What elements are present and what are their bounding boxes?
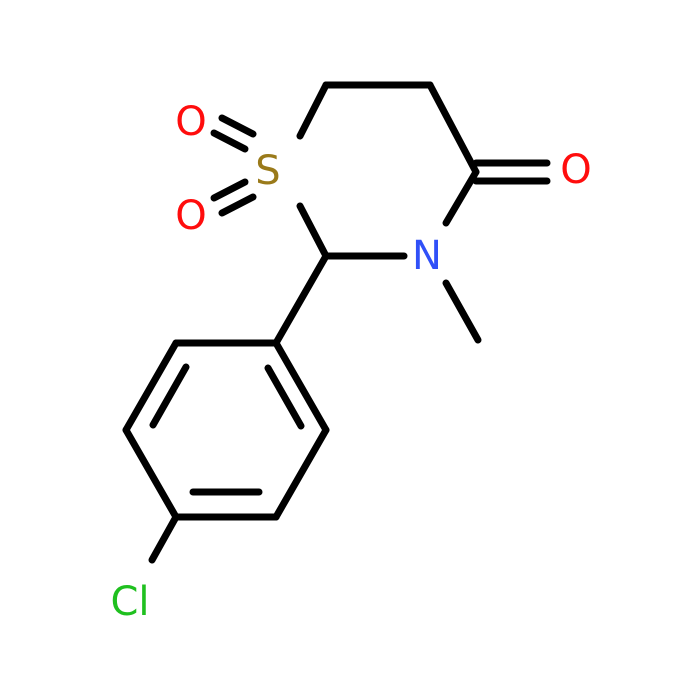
bond-s-o-bottom-b [218,193,257,217]
sulfonyl-oxygen-top-label: O [175,99,206,145]
nitrogen-atom-label: N [412,233,442,279]
bond-s-o-top-a [210,129,249,153]
bond-c2-aryl [272,252,330,347]
bond-aryl-cl [148,513,180,564]
bond-s-o-top-b [218,114,257,138]
bond-aromatic-inner-2 [149,363,190,429]
bond-s-o-bottom-a [210,178,249,202]
bond-c4-n [442,168,480,227]
bond-aromatic-inner-1 [264,364,305,430]
sulfur-atom-label: S [255,148,280,194]
bond-c2-s [296,202,330,260]
bond-ar6-ar1 [272,339,330,434]
bond-n-methyl [442,279,482,344]
carbonyl-oxygen-label: O [560,147,591,193]
bond-ar2-ar3 [122,339,180,434]
bond-ar5-ar6 [272,426,330,521]
bond-s-c6 [296,81,330,140]
bond-ar3-ar4 [122,426,180,521]
bond-c5-c4 [426,81,480,176]
chlorine-atom-label: Cl [110,579,149,625]
sulfonyl-oxygen-bottom-label: O [175,193,206,239]
